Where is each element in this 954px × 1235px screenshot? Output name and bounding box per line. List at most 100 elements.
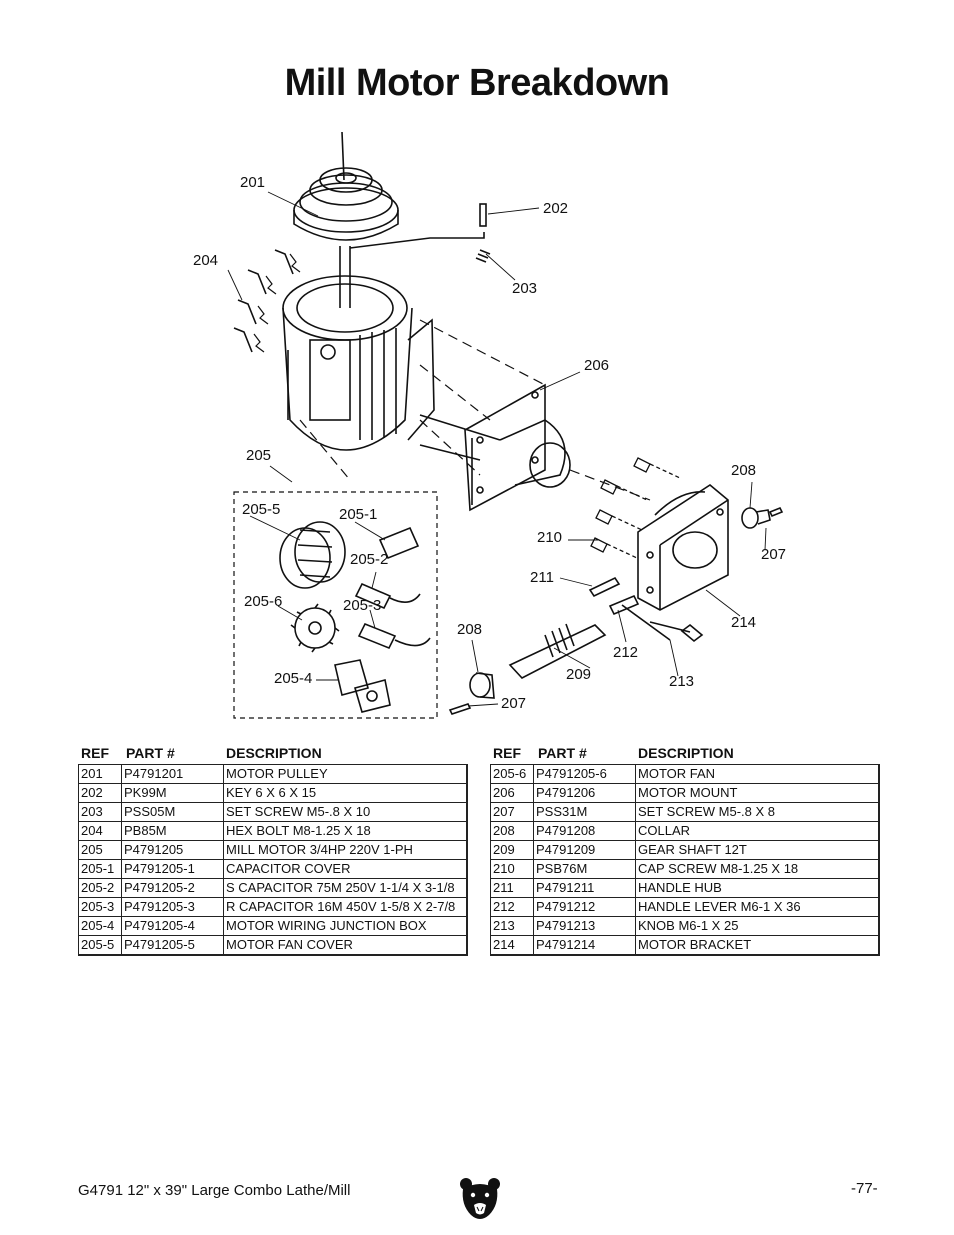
inset-frame: [233, 491, 438, 719]
hex-bolts-drawing: [233, 249, 301, 353]
callout-204: 204: [193, 252, 218, 269]
callout-205-1: 205-1: [339, 506, 377, 523]
part-number-cell: P4791206: [533, 783, 636, 803]
callout-205-3: 205-3: [343, 597, 381, 614]
part-number-cell: P4791205: [121, 840, 224, 860]
gear-shaft-drawing: [508, 576, 704, 679]
part-ref-cell: 203: [78, 802, 122, 822]
set-screw-drawing: [475, 249, 491, 263]
callout-205-4: 205-4: [274, 670, 312, 687]
motor-bracket-drawing: [637, 484, 729, 611]
part-description-cell: R CAPACITOR 16M 450V 1-5/8 X 2-7/8: [223, 897, 468, 917]
part-description-cell: S CAPACITOR 75M 250V 1-1/4 X 3-1/8: [223, 878, 468, 898]
part-number-cell: P4791205-5: [121, 935, 224, 956]
header-ref: REF: [493, 745, 521, 761]
motor-pulley-drawing: [293, 131, 399, 270]
callout-207-upper: 207: [761, 546, 786, 563]
capacitor-cover-drawing: [378, 526, 420, 560]
part-number-cell: PB85M: [121, 821, 224, 841]
header-part: PART #: [126, 745, 175, 761]
collar-drawing: [741, 507, 759, 529]
part-number-cell: P4791205-1: [121, 859, 224, 879]
part-ref-cell: 206: [490, 783, 534, 803]
callout-207-lower: 207: [501, 695, 526, 712]
part-description-cell: SET SCREW M5-.8 X 8: [635, 802, 880, 822]
part-ref-cell: 214: [490, 935, 534, 956]
bear-logo-icon: [460, 1178, 500, 1219]
part-description-cell: CAPACITOR COVER: [223, 859, 468, 879]
callout-203: 203: [512, 280, 537, 297]
part-description-cell: MOTOR FAN: [635, 764, 880, 784]
cap-screws-drawing: [590, 457, 681, 559]
part-ref-cell: 207: [490, 802, 534, 822]
part-ref-cell: 205-1: [78, 859, 122, 879]
callout-214: 214: [731, 614, 756, 631]
part-ref-cell: 204: [78, 821, 122, 841]
callout-201: 201: [240, 174, 265, 191]
part-ref-cell: 209: [490, 840, 534, 860]
part-number-cell: PSS31M: [533, 802, 636, 822]
header-part: PART #: [538, 745, 587, 761]
part-number-cell: P4791209: [533, 840, 636, 860]
part-ref-cell: 211: [490, 878, 534, 898]
part-number-cell: P4791205-6: [533, 764, 636, 784]
part-ref-cell: 208: [490, 821, 534, 841]
part-description-cell: MOTOR PULLEY: [223, 764, 468, 784]
callout-202: 202: [543, 200, 568, 217]
part-description-cell: CAP SCREW M8-1.25 X 18: [635, 859, 880, 879]
part-description-cell: MOTOR MOUNT: [635, 783, 880, 803]
s-capacitor-drawing: [354, 582, 421, 610]
part-number-cell: PK99M: [121, 783, 224, 803]
callout-205: 205: [246, 447, 271, 464]
part-ref-cell: 205: [78, 840, 122, 860]
part-description-cell: GEAR SHAFT 12T: [635, 840, 880, 860]
part-number-cell: P4791205-2: [121, 878, 224, 898]
part-ref-cell: 205-3: [78, 897, 122, 917]
part-number-cell: P4791211: [533, 878, 636, 898]
part-description-cell: MOTOR WIRING JUNCTION BOX: [223, 916, 468, 936]
fan-cover-drawing: [279, 521, 346, 589]
part-ref-cell: 213: [490, 916, 534, 936]
callout-205-6: 205-6: [244, 593, 282, 610]
part-description-cell: COLLAR: [635, 821, 880, 841]
callout-208-upper: 208: [731, 462, 756, 479]
part-ref-cell: 202: [78, 783, 122, 803]
part-number-cell: P4791208: [533, 821, 636, 841]
exploded-parts-diagram: 201 202 203 204 205 205-1 205-2 205-3 20…: [193, 131, 786, 719]
part-description-cell: MOTOR BRACKET: [635, 935, 880, 956]
part-description-cell: HANDLE HUB: [635, 878, 880, 898]
part-number-cell: P4791213: [533, 916, 636, 936]
junction-box-drawing: [334, 659, 391, 713]
part-ref-cell: 210: [490, 859, 534, 879]
part-ref-cell: 205-4: [78, 916, 122, 936]
header-ref: REF: [81, 745, 109, 761]
parts-table-header: REF PART # DESCRIPTION: [78, 742, 468, 764]
page-number: -77-: [851, 1180, 878, 1197]
motor-fan-drawing: [290, 603, 340, 653]
part-number-cell: P4791214: [533, 935, 636, 956]
part-description-cell: KEY 6 X 6 X 15: [223, 783, 468, 803]
callout-209: 209: [566, 666, 591, 683]
part-description-cell: MILL MOTOR 3/4HP 220V 1-PH: [223, 840, 468, 860]
key-drawing: [479, 203, 487, 227]
part-description-cell: SET SCREW M5-.8 X 10: [223, 802, 468, 822]
